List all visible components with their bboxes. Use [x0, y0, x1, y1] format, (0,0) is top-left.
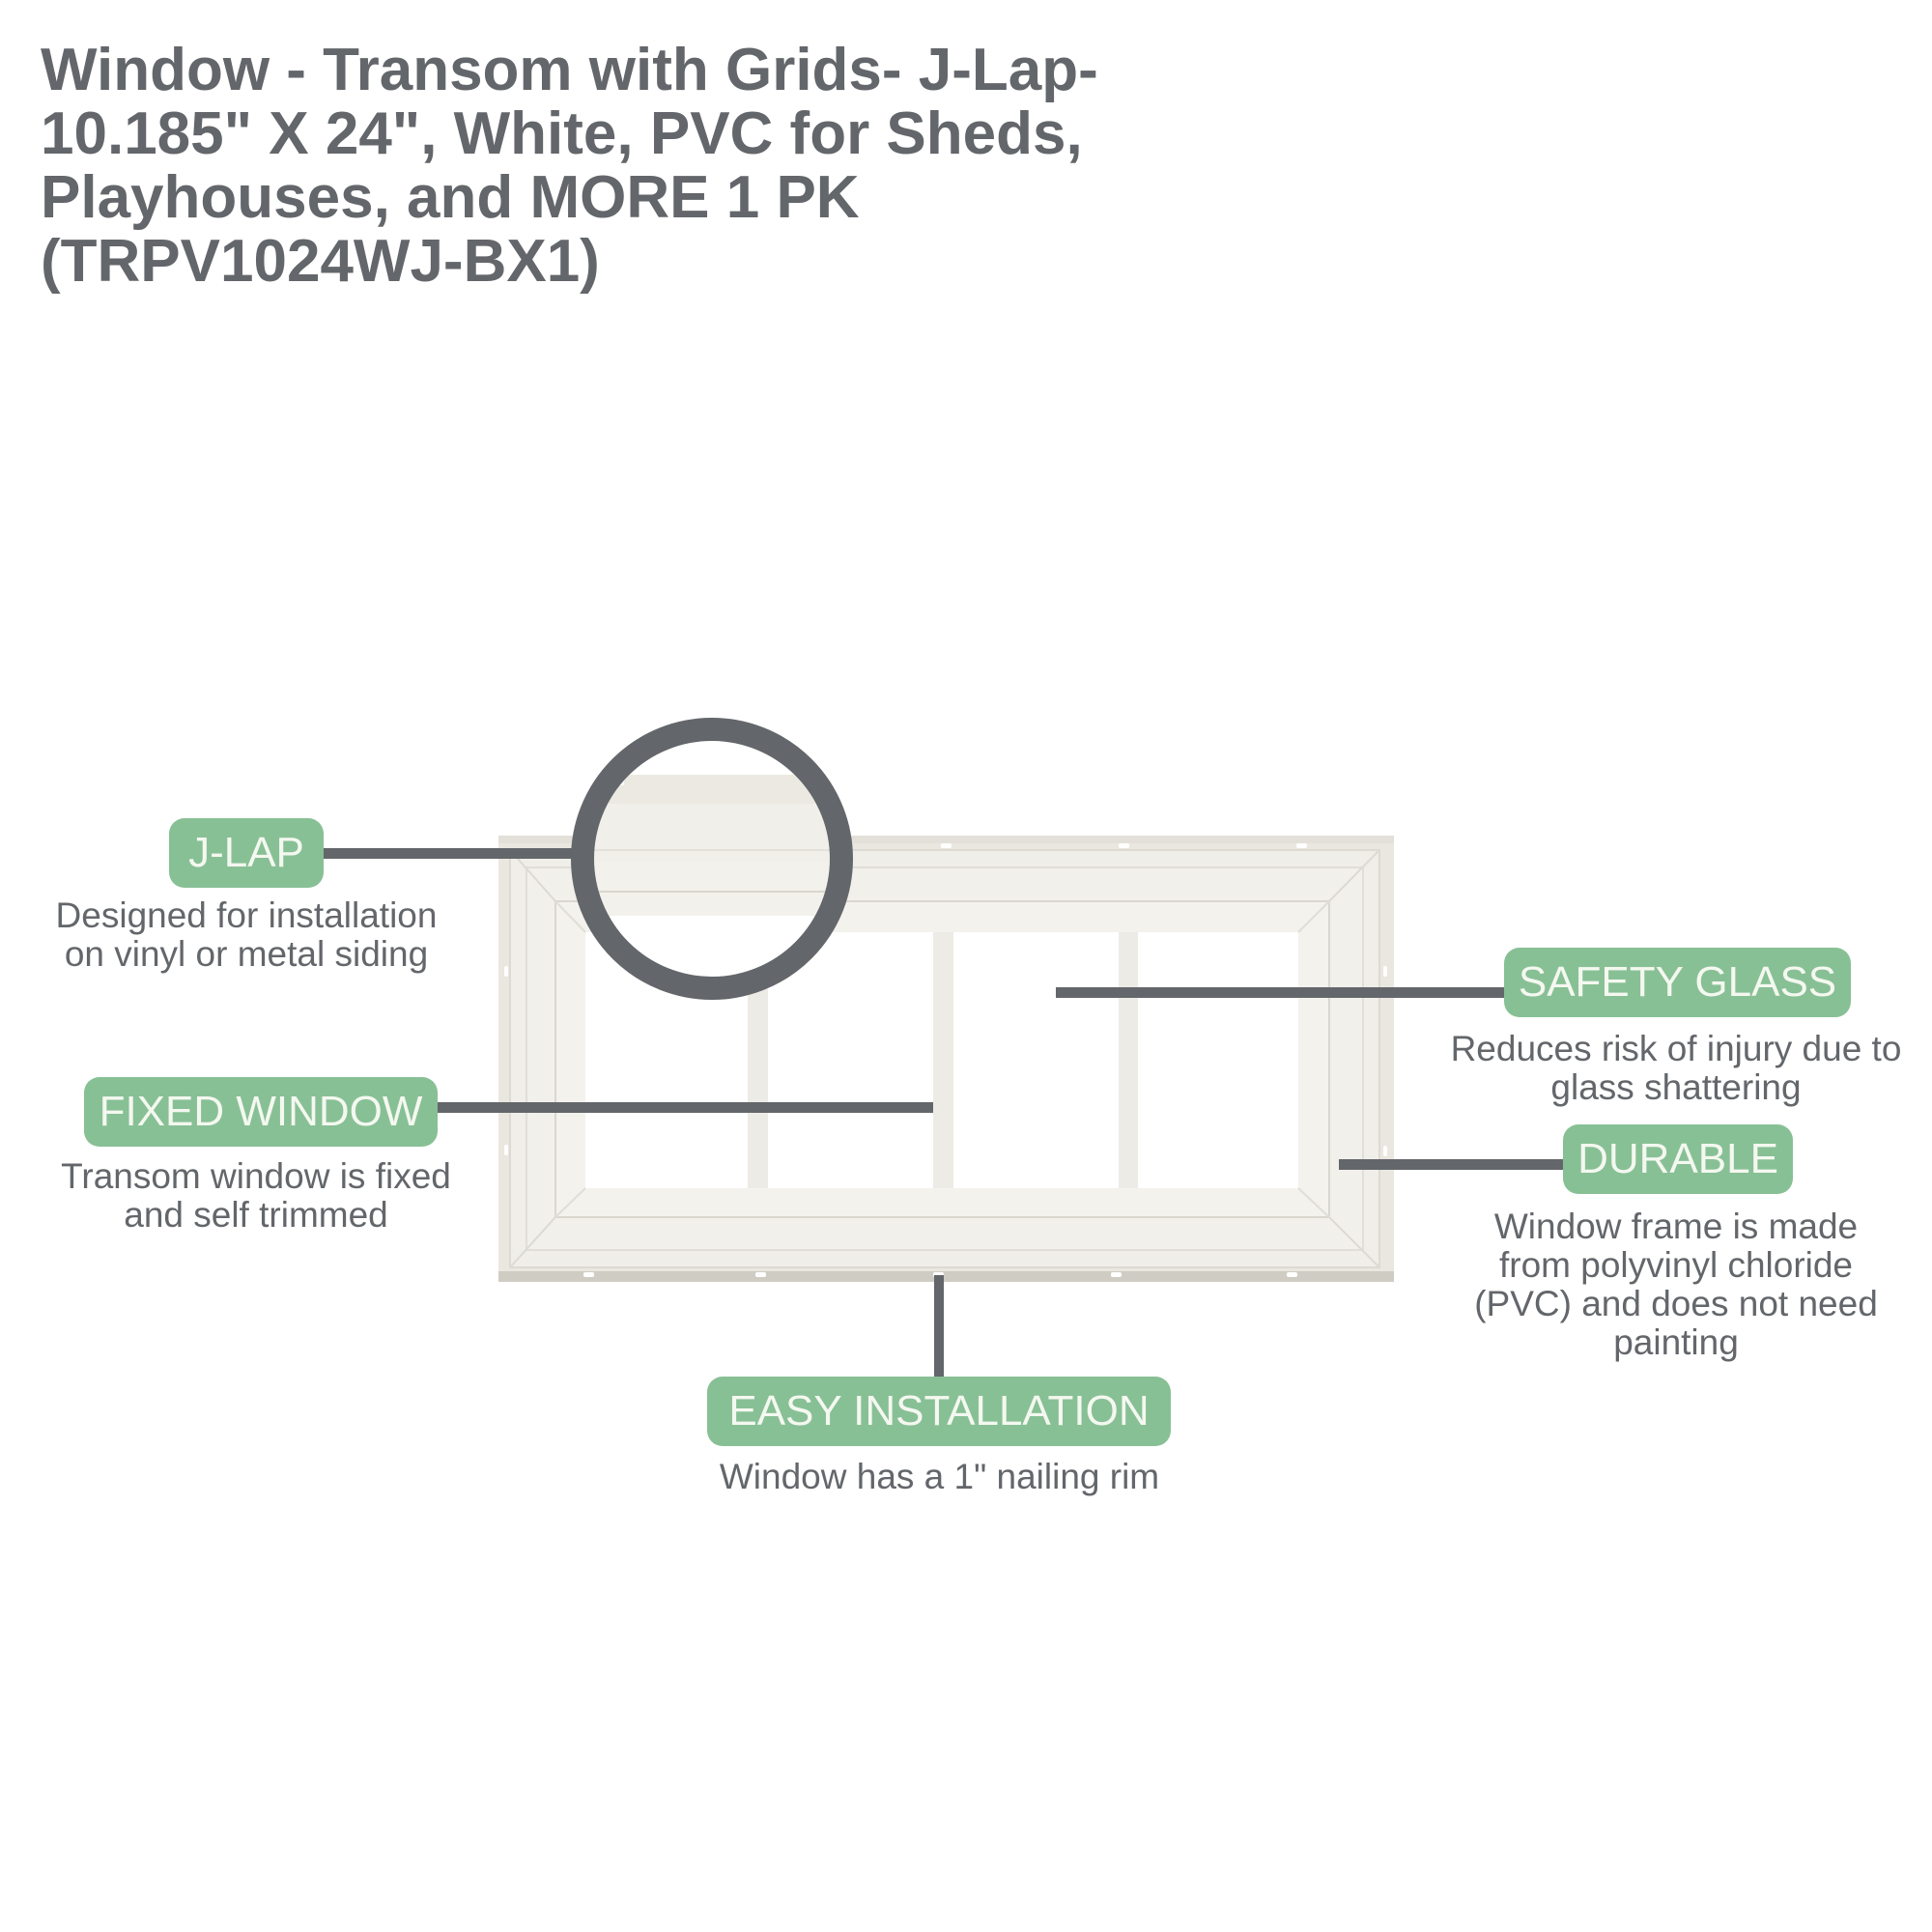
title-line-2: 10.185" X 24", White, PVC for Sheds,: [41, 100, 1083, 167]
jlap-label: J-LAP: [188, 829, 304, 876]
title-line-4: (TRPV1024WJ-BX1): [41, 228, 600, 295]
fixed-window-description-line-1: Transom window is fixed: [61, 1156, 451, 1196]
safety-glass-description-line-1: Reduces risk of injury due to: [1450, 1029, 1902, 1068]
jlap-badge: J-LAP: [169, 818, 324, 888]
safety-glass-description-line-2: glass shattering: [1550, 1067, 1802, 1107]
durable-description-line-3: (PVC) and does not need: [1474, 1284, 1878, 1323]
durable-label: DURABLE: [1577, 1135, 1778, 1182]
jlap-description-line-2: on vinyl or metal siding: [64, 934, 429, 974]
fixed-window-description: Transom window is fixed and self trimmed: [29, 1157, 483, 1235]
title-line-1: Window - Transom with Grids- J-Lap-: [41, 37, 1098, 103]
title-line-3: Playhouses, and MORE 1 PK: [41, 164, 860, 231]
magnifier-circle-icon: [571, 718, 853, 1000]
safety-glass-label: SAFETY GLASS: [1518, 958, 1837, 1006]
easy-installation-description-line-1: Window has a 1" nailing rim: [719, 1457, 1160, 1496]
jlap-description: Designed for installation on vinyl or me…: [29, 896, 464, 974]
durable-leader-line: [1339, 1159, 1565, 1170]
durable-description-line-1: Window frame is made: [1493, 1207, 1859, 1246]
fixed-window-badge: FIXED WINDOW: [84, 1077, 438, 1147]
jlap-description-line-1: Designed for installation: [55, 895, 438, 935]
durable-description-line-4: painting: [1613, 1322, 1739, 1362]
magnified-detail: [594, 741, 830, 977]
easy-installation-leader-line: [934, 1275, 944, 1378]
fixed-window-leader-line: [437, 1102, 933, 1113]
product-title: Window - Transom with Grids- J-Lap- 10.1…: [41, 39, 1200, 294]
durable-badge: DURABLE: [1563, 1124, 1793, 1194]
durable-description: Window frame is made from polyvinyl chlo…: [1439, 1208, 1913, 1362]
easy-installation-label: EASY INSTALLATION: [728, 1387, 1150, 1435]
easy-installation-badge: EASY INSTALLATION: [707, 1377, 1171, 1446]
fixed-window-description-line-2: and self trimmed: [124, 1195, 388, 1235]
durable-description-line-2: from polyvinyl chloride: [1498, 1245, 1854, 1285]
jlap-leader-line: [323, 848, 574, 859]
easy-installation-description: Window has a 1" nailing rim: [676, 1458, 1203, 1496]
fixed-window-label: FIXED WINDOW: [99, 1088, 423, 1135]
safety-glass-leader-line: [1056, 987, 1506, 998]
safety-glass-badge: SAFETY GLASS: [1504, 948, 1851, 1017]
safety-glass-description: Reduces risk of injury due to glass shat…: [1420, 1030, 1932, 1107]
